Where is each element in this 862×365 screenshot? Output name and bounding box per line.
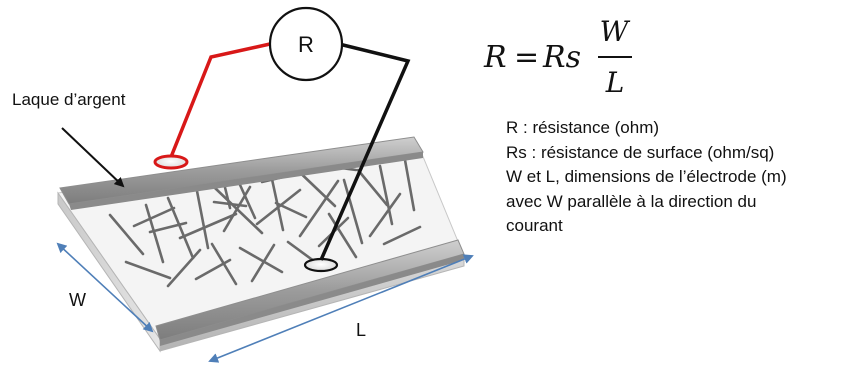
- laque-label: Laque d’argent: [12, 90, 126, 109]
- legend-line: Rs : résistance de surface (ohm/sq): [506, 142, 775, 162]
- formula-denominator: L: [605, 66, 625, 99]
- legend-line: avec W parallèle à la direction du: [506, 191, 757, 211]
- back-electrode-front: [69, 152, 423, 210]
- legend-line: R : résistance (ohm): [506, 118, 660, 137]
- contact-pad-top: [153, 154, 189, 170]
- resistor-circle: [268, 6, 344, 82]
- formula: R = Rs W L: [483, 15, 632, 99]
- formula-equals: =: [514, 40, 539, 75]
- red-wire: [169, 42, 271, 158]
- resistor-label: R: [298, 32, 314, 57]
- black-wire: [319, 42, 411, 261]
- l-dimension-label: L: [356, 320, 366, 340]
- formula-numerator: W: [600, 15, 631, 48]
- back-electrode: [59, 136, 424, 210]
- laque-arrow: [61, 127, 125, 188]
- l-dimension-arrow: [208, 254, 474, 363]
- legend-line: courant: [506, 216, 563, 235]
- w-dimension-label: W: [69, 290, 86, 310]
- formula-coef: Rs: [542, 40, 581, 75]
- formula-lhs: R: [483, 40, 507, 75]
- legend: R : résistance (ohm) Rs : résistance de …: [506, 116, 858, 239]
- w-dimension-arrow: [56, 242, 154, 333]
- legend-line: W et L, dimensions de l’électrode (m): [506, 167, 787, 186]
- contact-pad-bottom: [303, 257, 339, 273]
